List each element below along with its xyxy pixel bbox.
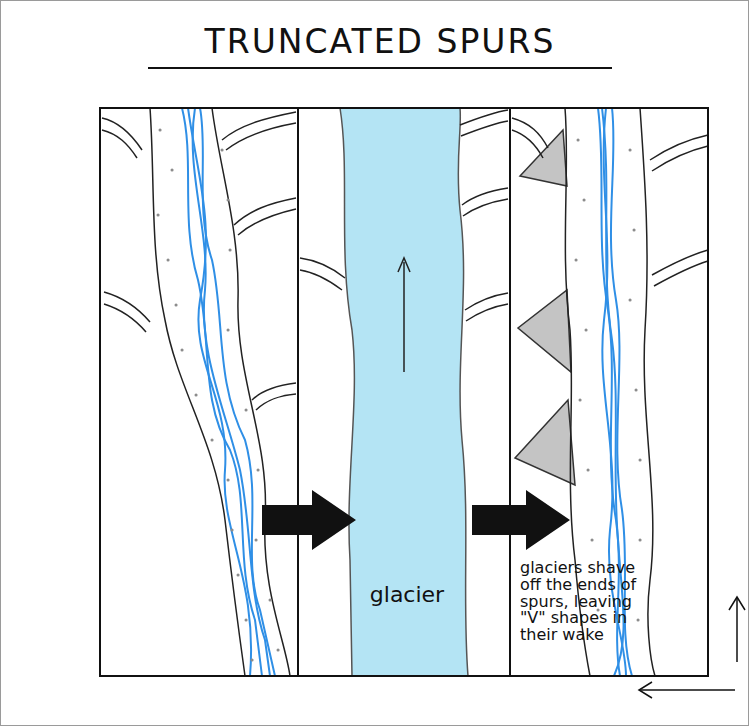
note-text: glaciers shave off the ends of spurs, le… (520, 560, 660, 644)
river-channel (193, 108, 270, 676)
spur-lines (650, 135, 708, 171)
direction-arrowhead (729, 597, 745, 610)
direction-arrow (736, 598, 738, 662)
title: TRUNCATED SPURS (130, 22, 630, 61)
sequence-arrow (262, 490, 356, 550)
panel-divider (297, 108, 299, 676)
valley-side (640, 108, 655, 676)
panel-divider (509, 108, 511, 676)
truncated-spur (515, 400, 575, 485)
river-channel (188, 108, 251, 676)
direction-arrow (640, 689, 735, 691)
spur-lines (252, 383, 296, 410)
spur-lines (460, 110, 508, 136)
sediment-dots (576, 140, 640, 620)
spur-lines (512, 118, 548, 158)
direction-arrowhead (639, 682, 652, 698)
valley-side (212, 108, 290, 676)
truncated-spur (518, 290, 571, 372)
spur-lines (102, 118, 142, 158)
sediment-dots (158, 130, 278, 660)
spur-lines (222, 112, 296, 150)
spur-lines (234, 198, 296, 235)
spur-lines (652, 250, 708, 286)
panel-frame (100, 108, 708, 676)
spur-lines (300, 258, 345, 290)
sequence-arrow (472, 490, 570, 550)
flow-arrowhead (398, 258, 410, 272)
glacier-label: glacier (352, 582, 462, 608)
spur-lines (462, 188, 508, 216)
flow-arrow (403, 262, 405, 372)
spur-lines (465, 293, 508, 321)
title-underline (148, 67, 612, 69)
glacier-ice (340, 108, 468, 676)
river-channel (182, 108, 262, 676)
spur-lines (104, 292, 150, 332)
